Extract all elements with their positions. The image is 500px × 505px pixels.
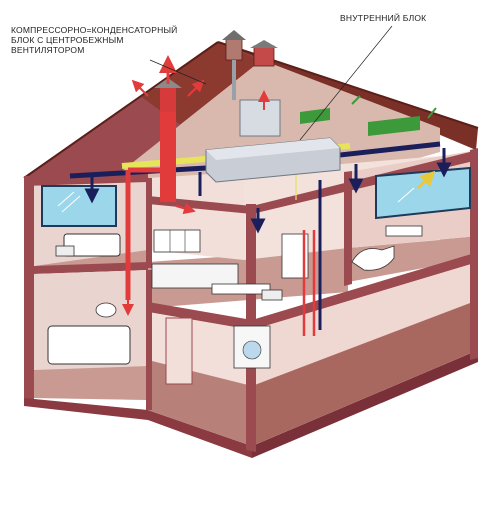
partition-upper-left — [146, 178, 152, 268]
compressor-unit-label-line-2: БЛОК С ЦЕНТРОБЕЖНЫМ — [11, 35, 124, 45]
compressor-unit-label-line-3: ВЕНТИЛЯТОРОМ — [11, 45, 85, 55]
leader-lines — [149, 25, 393, 141]
upper-beam-right — [252, 150, 478, 214]
compressor-unit-label: КОМПРЕССОРНО=КОНДЕНСАТОРНЫЙ БЛОК С ЦЕНТР… — [11, 25, 177, 55]
mid-slab-center — [148, 302, 252, 330]
exhaust-pipe-vertical — [160, 112, 176, 202]
window-right — [375, 166, 471, 220]
lower-floor-right — [252, 300, 478, 446]
coffee-table — [385, 225, 423, 237]
partition-lower-left — [146, 270, 152, 410]
furniture — [47, 225, 423, 385]
compressor-unit-label-line-1: КОМПРЕССОРНО=КОНДЕНСАТОРНЫЙ — [11, 25, 178, 35]
roof-vent-right — [253, 45, 275, 67]
kitchen-cabinets — [153, 229, 201, 253]
roof-vents — [154, 30, 278, 116]
partition-upper-right — [344, 171, 352, 286]
left-outer-wall — [24, 178, 34, 402]
door-lower — [165, 317, 193, 385]
radiator-left — [55, 245, 75, 257]
leader-indoor — [299, 25, 393, 141]
roof-vent-left — [225, 37, 243, 61]
armchair — [351, 245, 395, 271]
bathtub-upper — [63, 233, 121, 257]
upper-floor-right — [348, 236, 478, 282]
radiator-mid — [261, 289, 283, 301]
lower-floor-left — [34, 366, 148, 400]
right-outer-wall — [470, 148, 478, 360]
attic-cabinet — [239, 99, 281, 137]
leader-compressor — [149, 59, 207, 85]
fresh-air-unit-2 — [368, 116, 420, 136]
dining-table — [211, 283, 271, 295]
bathtub-lower — [47, 325, 131, 365]
indoor-unit-label: ВНУТРЕННИЙ БЛОК — [340, 13, 427, 23]
ground-slab — [24, 398, 252, 458]
toilet — [95, 302, 117, 318]
mid-slab-right — [252, 252, 478, 330]
window-left — [41, 185, 117, 227]
exhaust-chimney — [160, 86, 176, 116]
ground-slab-right — [252, 350, 478, 458]
